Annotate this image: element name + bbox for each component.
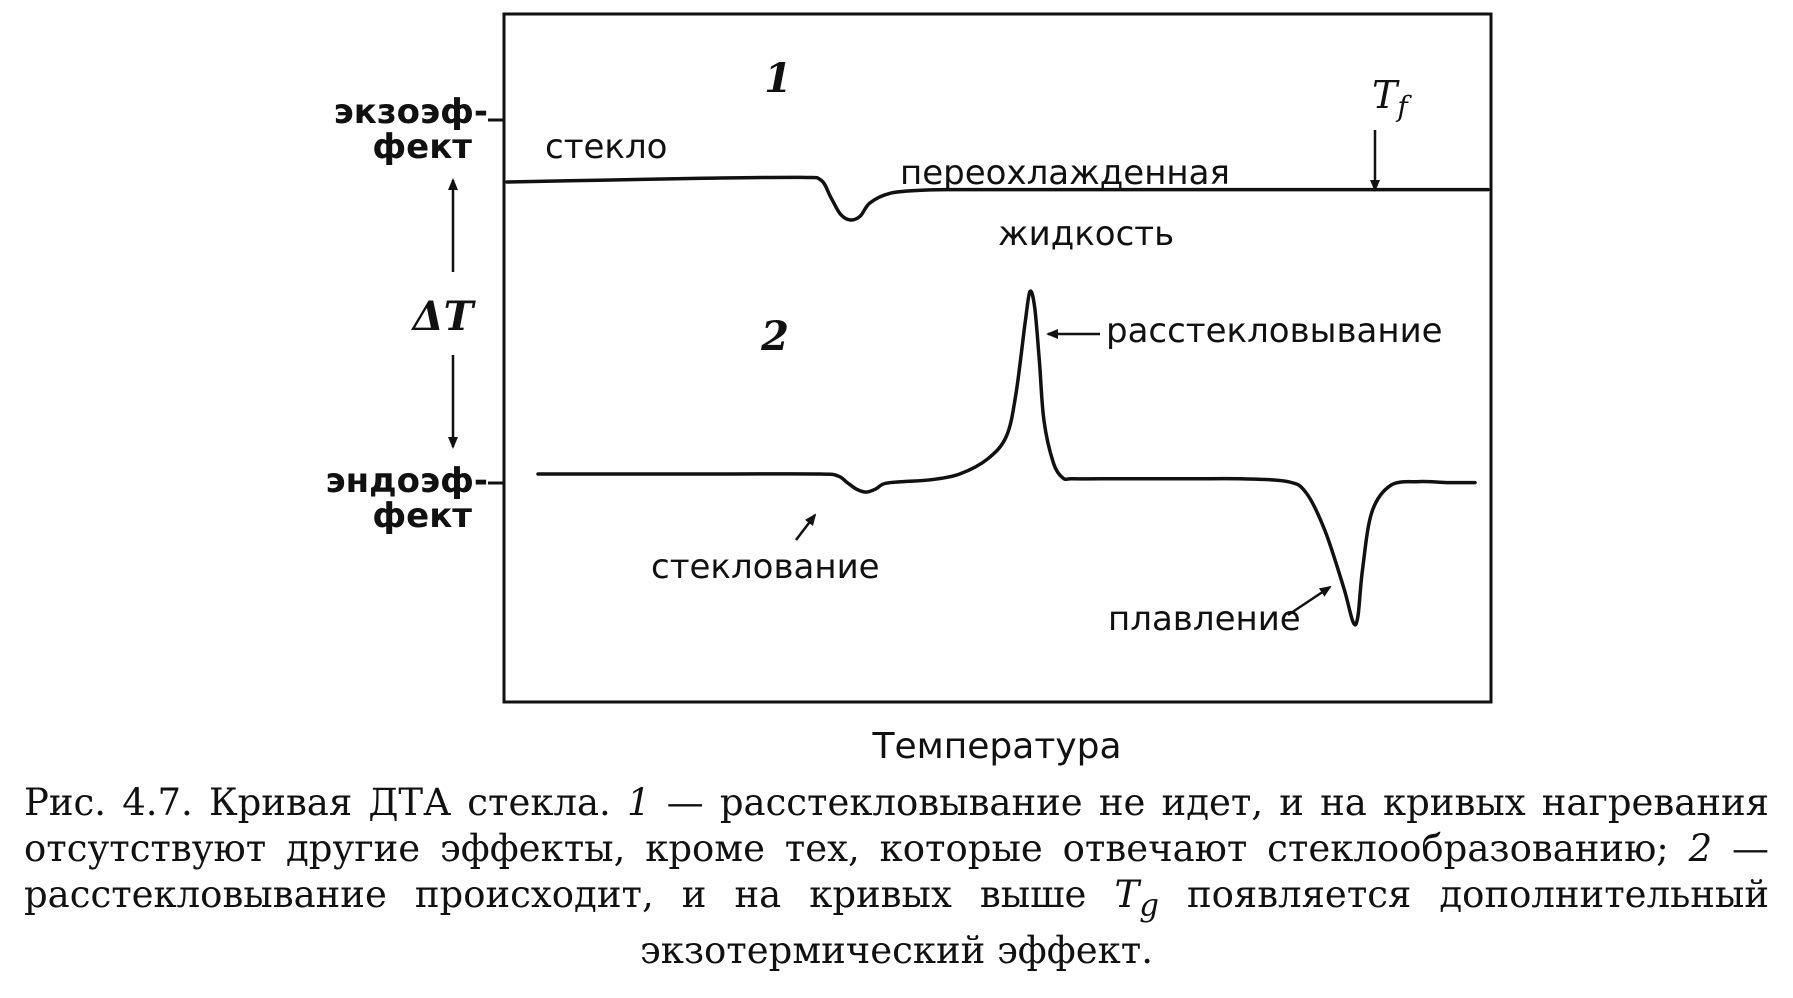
tf-label: Tf: [1372, 73, 1412, 123]
x-axis-label: Температура: [871, 726, 1121, 767]
supercooled-label-line1: переохлажденная: [900, 153, 1230, 193]
caption-tg-main: T: [1114, 873, 1140, 916]
devitrification-label: расстекловывание: [1106, 311, 1443, 351]
endo-label-line1: эндоэф-: [326, 461, 488, 501]
curve-1-number: 1: [764, 55, 792, 102]
glass-label: стекло: [545, 127, 668, 167]
caption-tg: Tg: [1114, 873, 1159, 923]
exo-label-line1: экзоэф-: [334, 92, 488, 132]
series-2-line: [536, 289, 1477, 627]
caption-num-2: 2: [1688, 827, 1713, 870]
exo-label-line2: фект: [372, 127, 472, 167]
series-1-line: [505, 175, 1490, 222]
tf-sub: f: [1395, 90, 1412, 123]
caption-text-1: — расстекловывание не идет, и на кривых …: [24, 781, 1769, 870]
tf-main: T: [1372, 73, 1400, 117]
supercooled-label-line2: жидкость: [998, 214, 1174, 254]
caption-lead: Рис. 4.7. Кривая ДТА стекла.: [24, 781, 627, 824]
melting-arrow: [1287, 585, 1332, 617]
curve-2-number: 2: [760, 313, 789, 360]
caption-text-3: появляется дополнительный экзотермически…: [640, 873, 1769, 973]
melting-label: плавление: [1108, 599, 1301, 639]
figure-caption: Рис. 4.7. Кривая ДТА стекла. 1 — расстек…: [24, 780, 1769, 974]
caption-tg-sub: g: [1139, 887, 1159, 924]
caption-num-1: 1: [626, 781, 651, 824]
caption-text-2: — расстекловывание происходит, и на крив…: [24, 827, 1769, 916]
plot-frame: [502, 12, 1493, 704]
glass-transition-label: стеклование: [651, 547, 880, 587]
glass-transition-arrow: [795, 513, 817, 541]
endo-label-line2: фект: [372, 496, 472, 536]
delta-t-label: ΔT: [411, 293, 477, 340]
